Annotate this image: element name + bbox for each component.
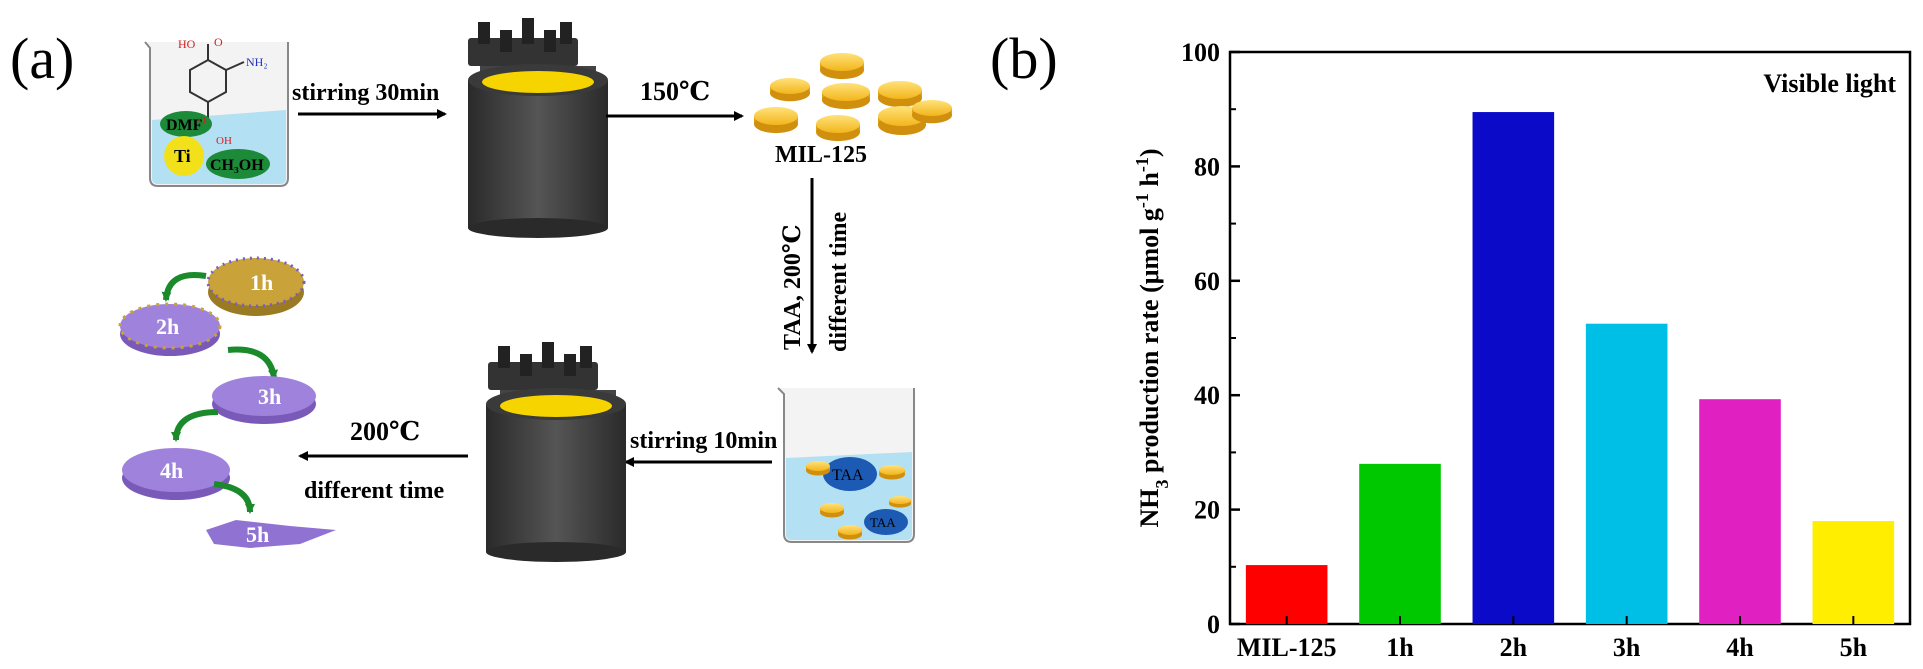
beaker-crystal-5 bbox=[889, 496, 911, 508]
step-heat200-line1: 200℃ bbox=[350, 417, 420, 446]
x-axis: MIL-125 1h 2h 3h 4h 5h bbox=[1237, 616, 1868, 662]
bar-3h bbox=[1585, 323, 1668, 624]
bar-mil-125 bbox=[1245, 565, 1328, 624]
stage-4h-label: 4h bbox=[160, 458, 183, 483]
growth-stages: 1h 2h 3h 4h bbox=[118, 256, 336, 548]
chart-annotation: Visible light bbox=[1763, 69, 1896, 98]
step-taa-line1: TAA, 200℃ bbox=[780, 224, 806, 350]
crystal-1 bbox=[820, 53, 864, 80]
label-taa-small: TAA bbox=[870, 515, 896, 530]
autoclave-2 bbox=[486, 342, 626, 562]
panel-b-label: (b) bbox=[990, 26, 1058, 91]
curve-arrow-2 bbox=[227, 346, 278, 380]
label-o-top: O bbox=[214, 35, 223, 49]
stage-2h-label: 2h bbox=[156, 314, 179, 339]
panel-a: (a) HO O NH₂ DMF Ti O OH CH₃OH stirring … bbox=[10, 18, 952, 562]
y-tick-label: 60 bbox=[1194, 267, 1220, 296]
beaker-reagents: HO O NH₂ DMF Ti O OH CH₃OH bbox=[144, 35, 289, 187]
stage-5h-disk: 5h bbox=[206, 520, 336, 548]
step-heat150-label: 150℃ bbox=[640, 77, 710, 106]
panel-b: (b) 0 20 40 60 80 100 MIL-125 1h 2h 3h 4h 5h Visib… bbox=[990, 26, 1912, 662]
label-taa-big: TAA bbox=[832, 467, 864, 484]
crystal-2 bbox=[770, 78, 810, 102]
label-ring-o: O bbox=[198, 115, 206, 127]
crystal-6 bbox=[816, 115, 860, 142]
x-tick-label: 2h bbox=[1500, 633, 1528, 662]
label-dmf: DMF bbox=[166, 117, 203, 134]
x-tick-label: 4h bbox=[1726, 633, 1754, 662]
y-axis: 0 20 40 60 80 100 bbox=[1181, 38, 1240, 639]
curve-arrow-4 bbox=[213, 481, 255, 514]
panel-a-label: (a) bbox=[10, 26, 74, 91]
bar-chart: 0 20 40 60 80 100 MIL-125 1h 2h 3h 4h 5h Visible l… bbox=[1132, 38, 1912, 662]
product-mil125-label: MIL-125 bbox=[775, 142, 867, 168]
beaker-crystal-4 bbox=[838, 525, 862, 540]
stage-5h-label: 5h bbox=[246, 522, 269, 547]
mil125-crystals bbox=[754, 53, 952, 142]
step-taa-line2: different time bbox=[826, 211, 852, 352]
curve-arrow-1 bbox=[161, 272, 207, 302]
beaker-crystal-1 bbox=[806, 461, 830, 476]
step-stir10-label: stirring 10min bbox=[630, 428, 777, 454]
y-tick-label: 40 bbox=[1194, 381, 1220, 410]
x-tick-label: MIL-125 bbox=[1237, 633, 1337, 662]
bar-2h bbox=[1472, 112, 1555, 624]
curve-arrow-3 bbox=[171, 409, 219, 442]
label-oh: OH bbox=[216, 135, 232, 147]
beaker-taa: TAA TAA bbox=[777, 387, 915, 543]
beaker-crystal-2 bbox=[879, 465, 905, 480]
bar-5h bbox=[1812, 521, 1895, 624]
stage-2h-disk: 2h bbox=[118, 302, 222, 356]
crystal-8 bbox=[912, 100, 952, 124]
label-ho: HO bbox=[178, 37, 196, 51]
stage-3h-disk: 3h bbox=[212, 376, 316, 424]
stage-1h-label: 1h bbox=[250, 270, 273, 295]
y-axis-title: NH3 production rate (μmol g-1 h-1) bbox=[1132, 149, 1172, 528]
step-heat200-line2: different time bbox=[304, 478, 445, 504]
label-nh2: NH₂ bbox=[246, 55, 268, 69]
crystal-5 bbox=[754, 107, 798, 134]
beaker-crystal-3 bbox=[820, 503, 844, 518]
y-tick-label: 0 bbox=[1207, 610, 1220, 639]
bar-4h bbox=[1699, 399, 1781, 624]
label-ti: Ti bbox=[174, 146, 191, 166]
stage-4h-disk: 4h bbox=[122, 448, 230, 500]
plot-frame bbox=[1228, 50, 1912, 626]
bar-1h bbox=[1359, 463, 1441, 624]
x-tick-label: 1h bbox=[1386, 633, 1414, 662]
step-stir30-label: stirring 30min bbox=[292, 80, 439, 106]
y-tick-label: 100 bbox=[1181, 38, 1220, 67]
x-tick-label: 5h bbox=[1840, 633, 1868, 662]
y-tick-label: 80 bbox=[1194, 152, 1220, 181]
stage-1h-disk: 1h bbox=[206, 256, 306, 316]
crystal-3 bbox=[822, 83, 870, 110]
x-tick-label: 3h bbox=[1613, 633, 1641, 662]
crystal-4 bbox=[878, 81, 922, 108]
y-tick-label: 20 bbox=[1194, 496, 1220, 525]
bars bbox=[1245, 112, 1895, 624]
label-ch3oh: CH₃OH bbox=[210, 157, 264, 174]
autoclave-1 bbox=[468, 18, 608, 238]
stage-3h-label: 3h bbox=[258, 384, 281, 409]
